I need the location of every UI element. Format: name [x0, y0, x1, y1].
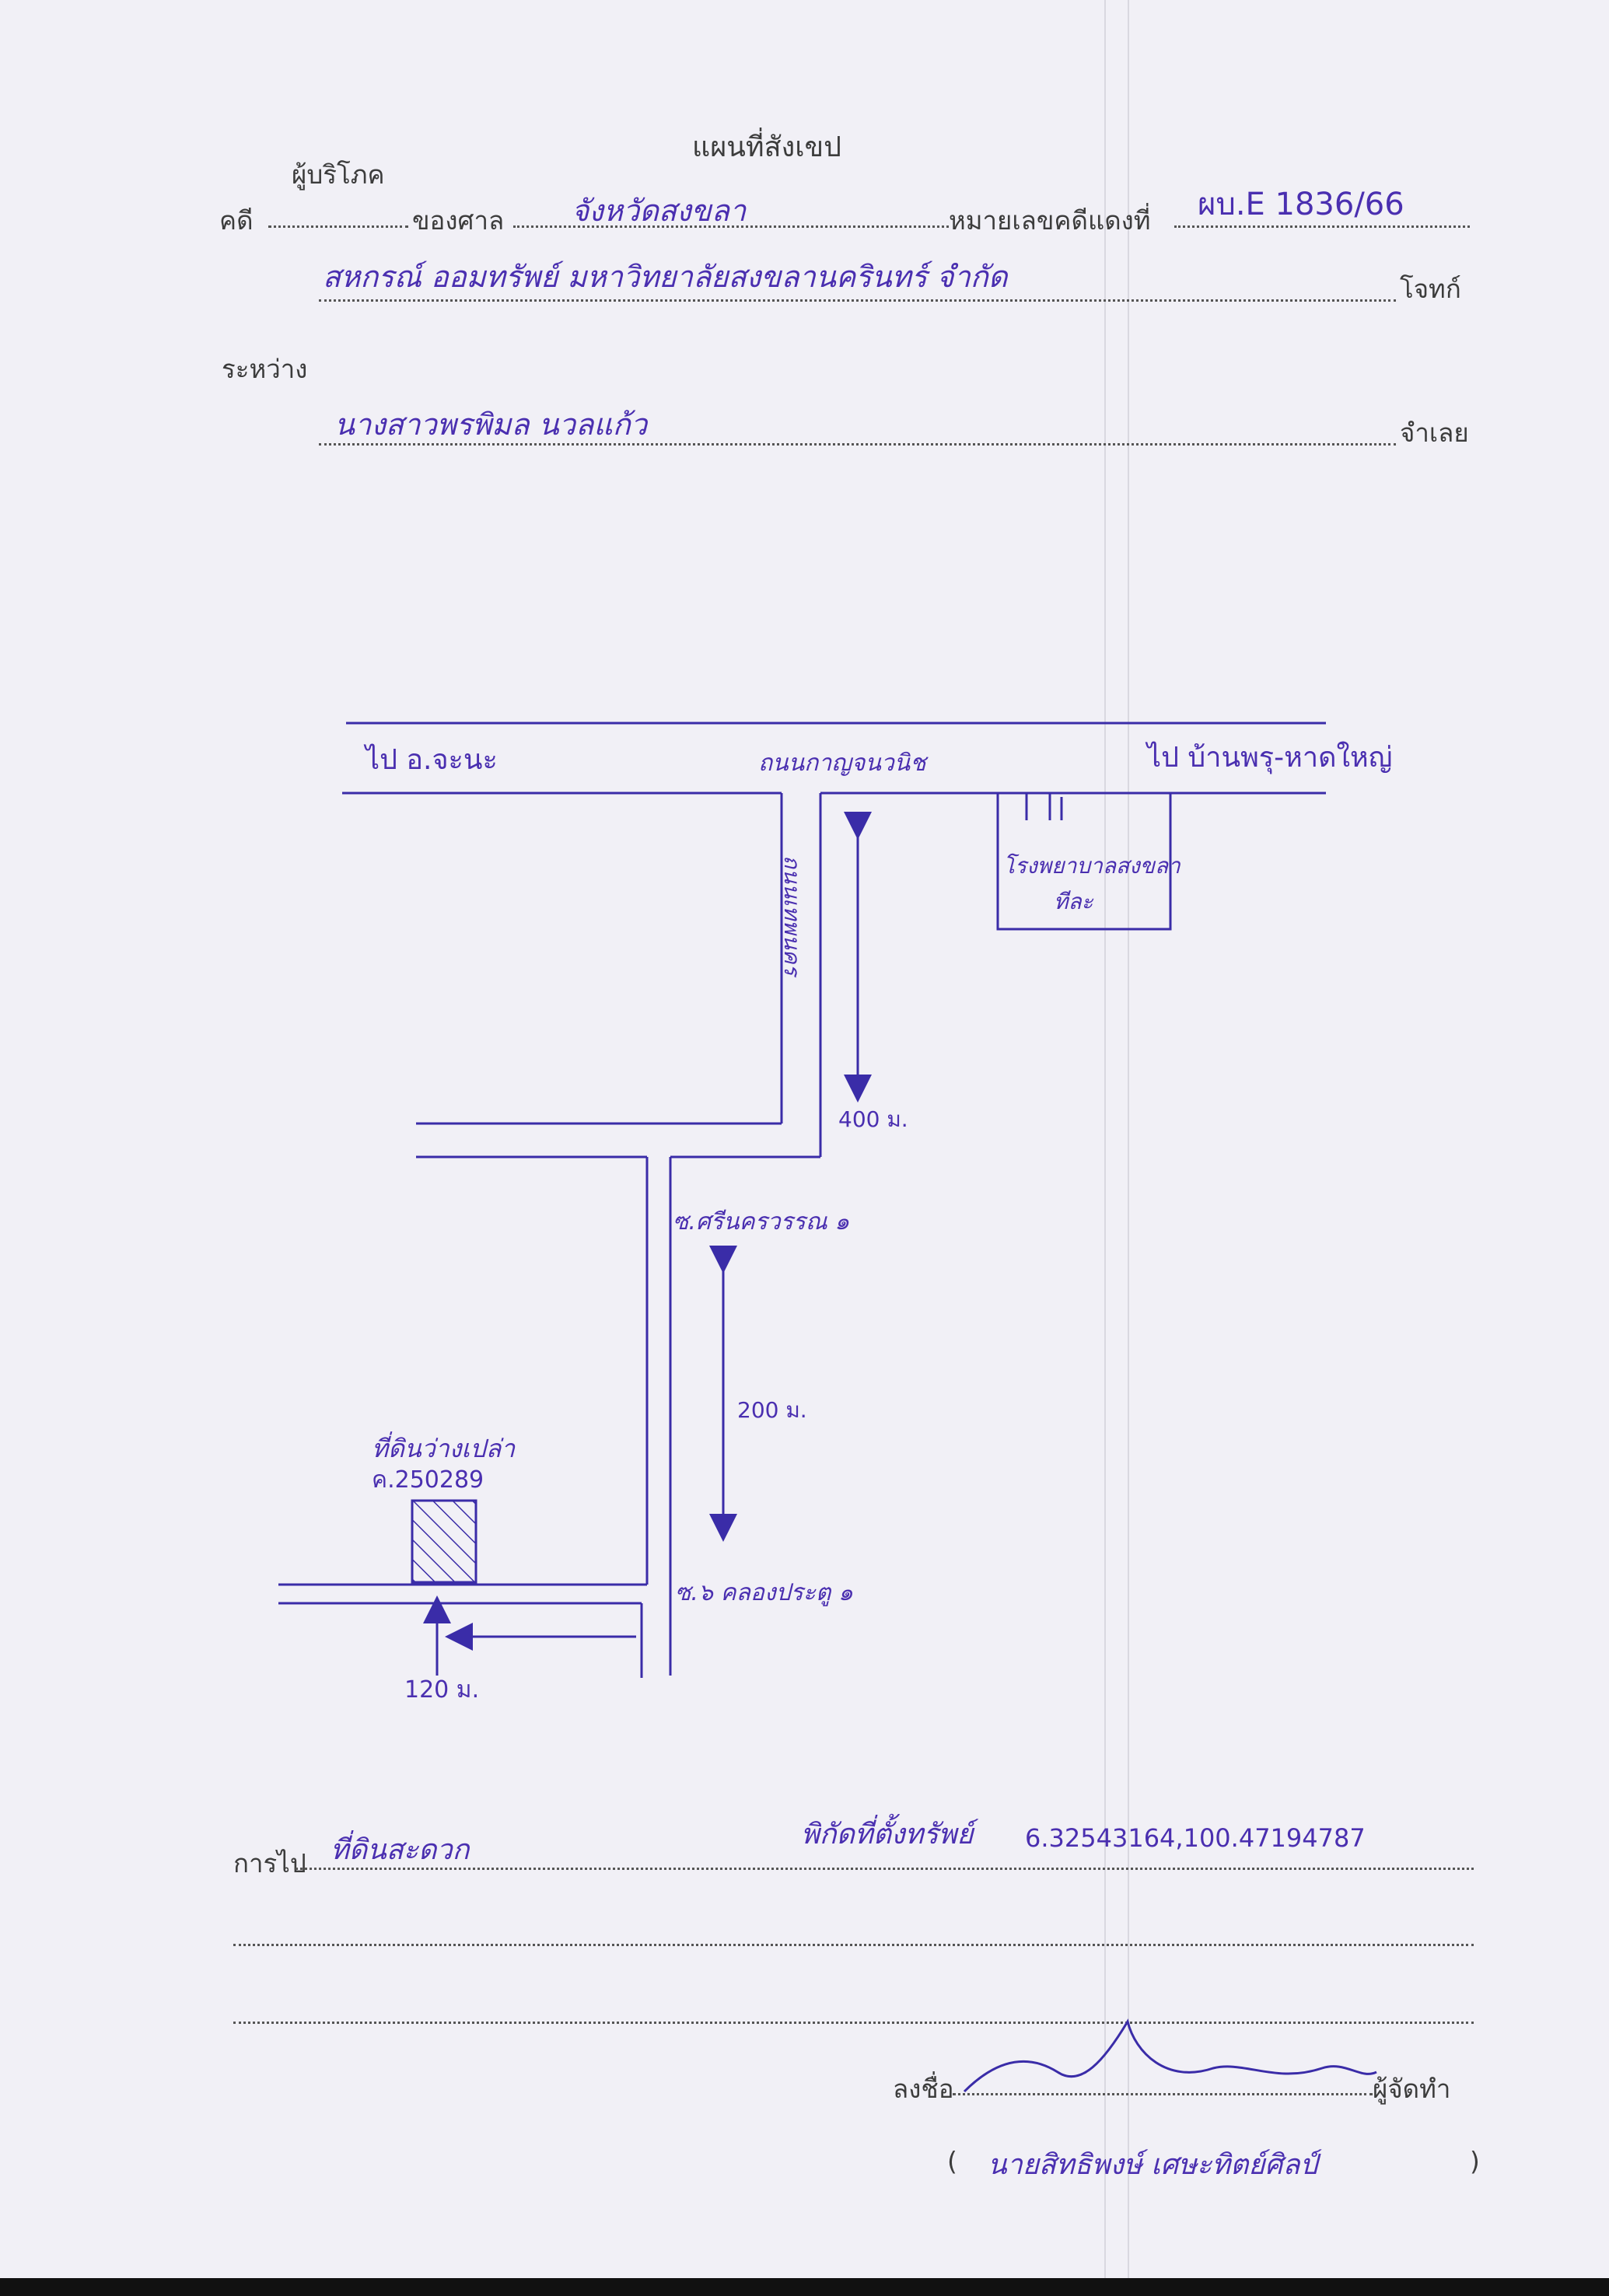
main-road-label: ถนนกาญจนวนิช: [758, 750, 926, 777]
dotted-line: [319, 299, 1396, 302]
dotted-line: [1174, 225, 1470, 228]
dotted-line: [233, 1944, 1474, 1946]
dotted-line: [233, 2022, 1474, 2024]
case-number: ผบ.E 1836/66: [1198, 187, 1404, 222]
dotted-line: [319, 443, 1396, 446]
directions-value: ที่ดินสะดวก: [331, 1834, 470, 1866]
parcel-rect: [411, 1499, 477, 1584]
dotted-line: [953, 2093, 1373, 2095]
dotted-line: [296, 1868, 1474, 1870]
dotted-line: [268, 225, 408, 228]
scan-border: [0, 2278, 1609, 2296]
directions-label: การไป: [233, 1848, 306, 1878]
defendant-name: นางสาวพรพิมล นวลแก้ว: [334, 407, 648, 442]
plaintiff-label: โจทก์: [1400, 274, 1461, 304]
parcel-label: ที่ดินว่างเปล่า: [372, 1434, 516, 1463]
case-number-label: หมายเลขคดีแดงที่: [949, 205, 1151, 236]
parcel-number: ค.250289: [372, 1466, 484, 1494]
coordinates-value: 6.32543164,100.47194787: [1025, 1823, 1366, 1853]
defendant-label: จำเลย: [1400, 418, 1469, 448]
between-label: ระหว่าง: [222, 354, 308, 384]
page-title: แผนที่สังเขป: [692, 131, 841, 163]
case-label: คดี: [219, 205, 254, 236]
open-paren: (: [947, 2146, 957, 2176]
preparer-label: ผู้จัดทำ: [1373, 2074, 1451, 2104]
preparer-name: นายสิทธิพงษ์ เศษะทิตย์ศิลป์: [988, 2149, 1318, 2181]
plaintiff-name: สหกรณ์ ออมทรัพย์ มหาวิทยาลัยสงขลานครินทร…: [323, 260, 1008, 294]
dotted-line: [513, 225, 949, 228]
fold-line: [1104, 0, 1106, 2296]
case-type: ผู้บริโภค: [292, 159, 385, 190]
soi-1-label: ซ.ศรีนครวรรณ ๑: [673, 1208, 850, 1235]
hospital-label: ทีละ: [1054, 889, 1093, 914]
close-paren: ): [1470, 2146, 1480, 2176]
right-direction-label: ไป บ้านพรุ-หาดใหญ่: [1147, 742, 1393, 774]
signature-label: ลงชื่อ: [893, 2074, 954, 2104]
soi-2-label: ซ.๖ คลองประตู ๑: [675, 1579, 853, 1606]
distance-label-200: 200 ม.: [737, 1397, 807, 1423]
hospital-label: โรงพยาบาลสงขลา: [1003, 853, 1181, 879]
coordinates-label: พิกัดที่ตั้งทรัพย์: [801, 1819, 974, 1850]
left-direction-label: ไป อ.จะนะ: [366, 744, 498, 776]
court-name: จังหวัดสงขลา: [572, 194, 747, 228]
distance-label-400: 400 ม.: [838, 1106, 908, 1132]
distance-label-120: 120 ม.: [404, 1676, 480, 1704]
fold-line: [1128, 0, 1129, 2296]
hospital-outline: [996, 793, 1172, 931]
court-label: ของศาล: [412, 205, 505, 236]
